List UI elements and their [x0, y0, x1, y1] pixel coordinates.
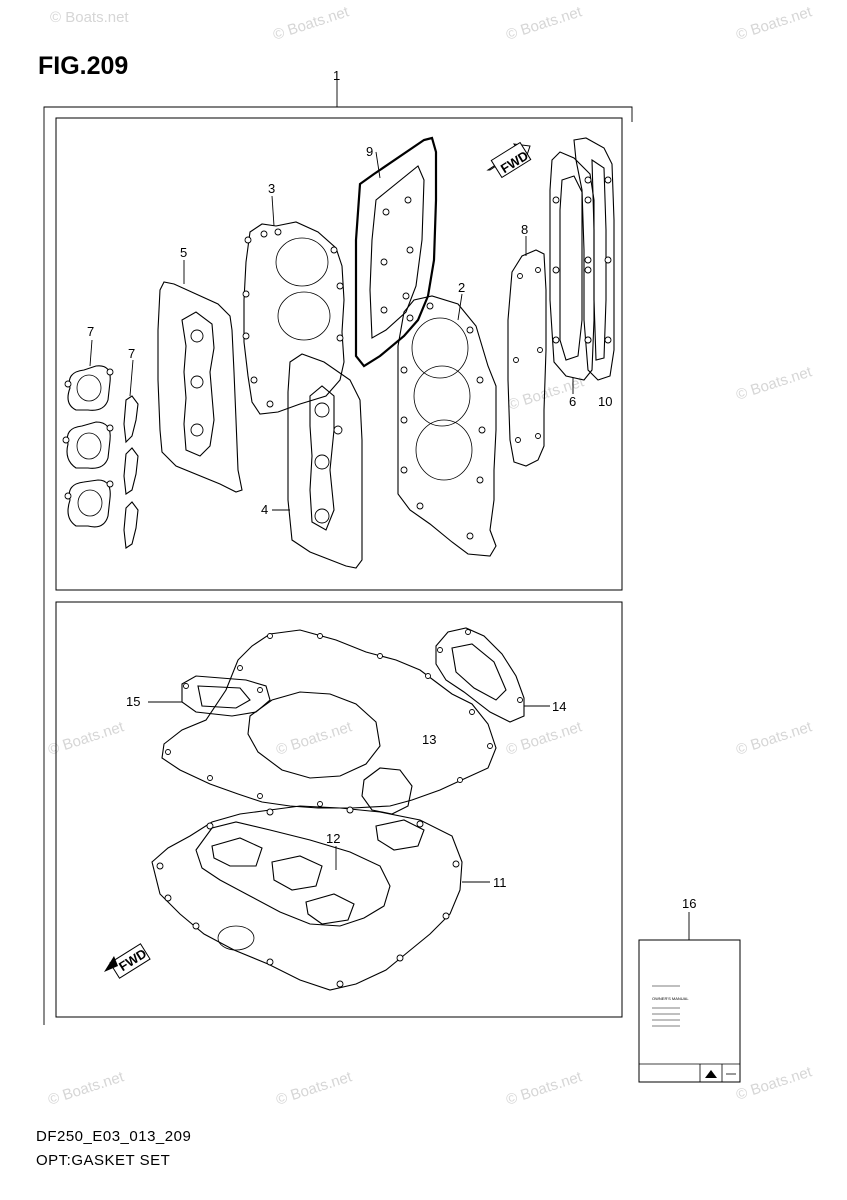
callout-9: 9 — [366, 144, 373, 159]
gasket-15 — [181, 675, 271, 717]
gasket-7-manifold — [62, 365, 114, 528]
watermark: © Boats.net — [734, 718, 815, 759]
gasket-4 — [287, 353, 363, 569]
callout-11: 11 — [493, 875, 507, 890]
callout-13: 13 — [422, 732, 436, 747]
lower-frame — [55, 601, 623, 1018]
gasket-12 — [195, 819, 425, 927]
gasket-8 — [507, 249, 547, 467]
upper-frame — [55, 117, 623, 591]
watermark: © Boats.net — [734, 1063, 815, 1104]
watermark: © Boats.net — [46, 1068, 127, 1109]
watermark: © Boats.net — [734, 3, 815, 44]
watermark: © Boats.net — [271, 3, 352, 44]
fwd-arrow-upper: FWD — [486, 141, 532, 179]
watermark: © Boats.net — [274, 718, 355, 759]
manual-logo-icon — [705, 1070, 717, 1078]
figure-caption: OPT:GASKET SET — [36, 1152, 171, 1169]
callout-12: 12 — [326, 831, 340, 846]
callout-8: 8 — [521, 222, 528, 237]
watermark: © Boats.net — [50, 9, 129, 26]
callout-10: 10 — [598, 394, 612, 409]
assembly-bracket: 1 — [43, 68, 633, 1025]
watermark: © Boats.net — [46, 718, 127, 759]
callout-14: 14 — [552, 699, 566, 714]
callout-1: 1 — [333, 68, 340, 83]
gasket-7-small — [123, 395, 139, 549]
manual-cover — [638, 939, 741, 1083]
figure-code: DF250_E03_013_209 — [36, 1128, 192, 1145]
watermark: © Boats.net — [274, 1068, 355, 1109]
fwd-arrow-lower: FWD — [104, 943, 151, 979]
callout-2: 2 — [458, 280, 465, 295]
watermark: © Boats.net — [504, 718, 585, 759]
callout-6: 6 — [569, 394, 576, 409]
watermark: © Boats.net — [504, 3, 585, 44]
manual-title: OWNER'S MANUAL — [652, 996, 689, 1001]
callout-4: 4 — [261, 502, 268, 517]
callout-16: 16 — [682, 896, 696, 911]
owners-manual-16: 16 OWNER'S MANUAL — [638, 896, 741, 1083]
callout-7-right: 7 — [128, 346, 135, 361]
figure-title: FIG.209 — [38, 52, 129, 80]
gasket-10 — [573, 137, 615, 381]
gasket-3 — [242, 221, 345, 415]
callout-3: 3 — [268, 181, 275, 196]
watermark: © Boats.net — [734, 363, 815, 404]
gasket-13 — [161, 629, 497, 815]
gasket-6 — [549, 151, 595, 381]
callout-7-left: 7 — [87, 324, 94, 339]
gasket-14 — [435, 627, 525, 723]
gasket-9 — [354, 136, 438, 368]
watermark: © Boats.net — [504, 1068, 585, 1109]
callout-15: 15 — [126, 694, 140, 709]
callout-5: 5 — [180, 245, 187, 260]
gasket-5 — [157, 281, 243, 493]
gasket-11 — [151, 805, 463, 991]
gasket-2 — [397, 295, 497, 557]
